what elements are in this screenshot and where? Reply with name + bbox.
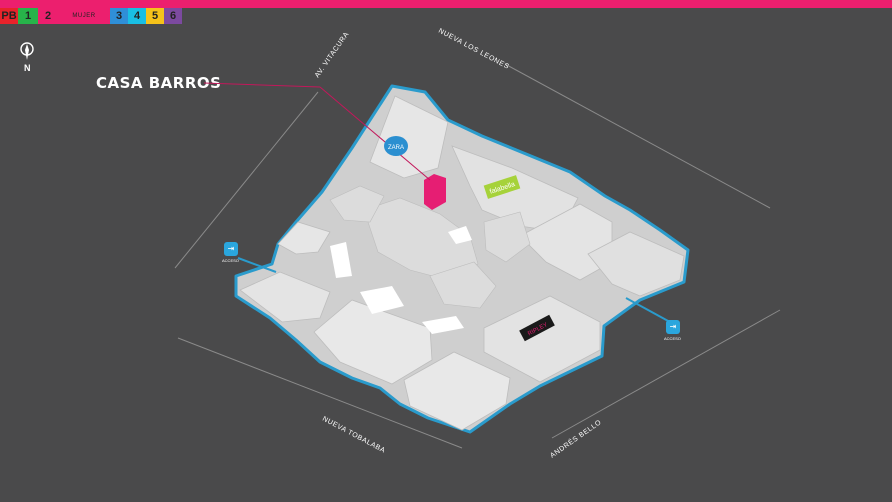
south-block[interactable]	[403, 351, 511, 431]
floor-button-4[interactable]: 4	[128, 8, 146, 24]
street-line-bello	[551, 309, 781, 439]
central-shops	[329, 185, 531, 309]
street-line-vitacura	[174, 91, 319, 269]
shop-cluster-south[interactable]	[429, 261, 497, 309]
store-pointer-line-diagonal	[319, 86, 431, 181]
southwest-block[interactable]	[313, 299, 433, 385]
top-accent-bar	[0, 0, 892, 8]
store-pointer-line	[203, 82, 321, 88]
floor-button-6[interactable]: 6	[164, 8, 182, 24]
shop-cluster-east[interactable]	[483, 211, 531, 263]
floor-button-3[interactable]: 3	[110, 8, 128, 24]
store-title: CASA BARROS	[96, 74, 222, 92]
access-east-label: ACCESO	[664, 336, 681, 341]
west-block[interactable]	[239, 271, 331, 323]
street-label-tobalaba: NUEVA TOBALABA	[321, 416, 386, 455]
street-line-leones	[504, 63, 771, 209]
atrium-west	[330, 242, 352, 278]
zara-logo[interactable]	[384, 136, 408, 156]
ripley-block[interactable]	[483, 295, 601, 383]
falabella-logo[interactable]	[483, 175, 521, 199]
compass-north-label: N	[24, 63, 31, 73]
floor-button-pb[interactable]: PB	[0, 8, 18, 24]
floor-selector: PB 1 2 MUJER 3 4 5 6	[0, 8, 182, 24]
shop-cluster-center[interactable]	[363, 197, 479, 281]
street-label-leones: NUEVA LOS LEONES	[437, 28, 510, 71]
ripley-logo[interactable]	[519, 314, 555, 342]
access-west-label: ACCESO	[222, 258, 239, 263]
access-east-icon[interactable]: ⇥	[666, 320, 680, 334]
shop-cluster-north[interactable]	[329, 185, 385, 223]
floor-sublabel-mujer[interactable]: MUJER	[58, 8, 110, 24]
atrium-center	[360, 286, 404, 314]
highlighted-store-casa-barros[interactable]	[424, 174, 446, 210]
northwest-block[interactable]	[277, 221, 331, 255]
floor-button-1[interactable]: 1	[18, 8, 38, 24]
access-connector-east	[625, 297, 671, 323]
street-label-bello: ANDRÉS BELLO	[548, 417, 603, 459]
street-label-vitacura: AV. VITACURA	[314, 31, 351, 79]
compass-icon	[20, 42, 34, 60]
floor-button-5[interactable]: 5	[146, 8, 164, 24]
access-west-icon[interactable]: ⇥	[224, 242, 238, 256]
east-corner-block[interactable]	[587, 231, 685, 297]
floor-button-2[interactable]: 2	[38, 8, 58, 24]
atrium-south	[422, 316, 464, 334]
zara-logo-text: ZARA	[388, 145, 404, 151]
street-line-tobalaba	[177, 337, 463, 449]
atrium-north	[448, 226, 472, 244]
access-connector-west	[237, 257, 277, 273]
